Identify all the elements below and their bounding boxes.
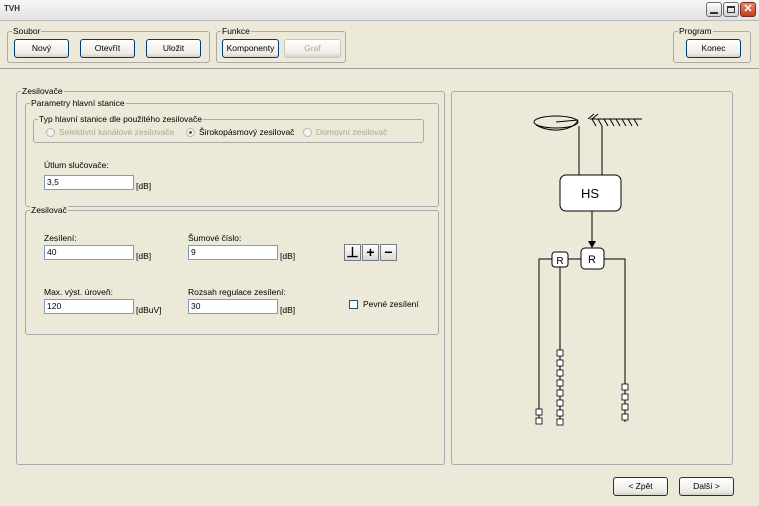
sumove-cislo-input[interactable]: 9	[188, 245, 278, 260]
rozsah-regulace-input[interactable]: 30	[188, 299, 278, 314]
typ-stanice-legend: Typ hlavní stanice dle použitého zesilov…	[38, 114, 204, 124]
toolbar: Soubor Nový Otevřít Uložit Funkce Kompon…	[0, 21, 759, 69]
rozsah-regulace-label: Rozsah regulace zesílení:	[188, 287, 286, 297]
zesilovac-group: Zesilovač Zesílení: 40 [dB] Šumové číslo…	[25, 205, 439, 335]
next-button[interactable]: Další >	[679, 477, 734, 496]
network-diagram: HS R R	[533, 113, 642, 426]
radio-domovni-label: Domovní zesilovač	[316, 127, 388, 137]
hs-box	[559, 174, 622, 212]
max-uroven-unit: [dBuV]	[136, 305, 162, 315]
max-uroven-input[interactable]: 120	[44, 299, 134, 314]
save-button[interactable]: Uložit	[146, 39, 201, 58]
parametry-group: Parametry hlavní stanice Typ hlavní stan…	[25, 98, 439, 207]
zesileni-input[interactable]: 40	[44, 245, 134, 260]
minus-button[interactable]: −	[380, 244, 397, 261]
utlum-input[interactable]: 3,5	[44, 175, 134, 190]
satellite-dish-icon	[533, 115, 579, 131]
new-button[interactable]: Nový	[14, 39, 69, 58]
open-button[interactable]: Otevřít	[80, 39, 135, 58]
funkce-legend: Funkce	[221, 26, 251, 36]
radio-domovni[interactable]	[303, 128, 312, 137]
outlet-column-middle	[556, 349, 564, 426]
antenna-icon	[587, 113, 642, 127]
zesilovac-legend: Zesilovač	[30, 205, 68, 215]
rozsah-regulace-unit: [dB]	[280, 305, 296, 315]
maximize-icon	[727, 6, 735, 13]
window-title: TVH	[4, 4, 20, 13]
utlum-label: Útlum slučovače:	[44, 160, 109, 170]
radio-selektivni-label: Selektivní kanálové zesilovače	[59, 127, 175, 137]
utlum-unit: [dB]	[136, 181, 152, 191]
outlet-column-left	[535, 408, 543, 425]
exit-button[interactable]: Konec	[686, 39, 741, 58]
program-legend: Program	[678, 26, 713, 36]
radio-sirokopasmovy[interactable]	[186, 128, 195, 137]
radio-selektivni[interactable]	[46, 128, 55, 137]
zesileni-unit: [dB]	[136, 251, 152, 261]
soubor-legend: Soubor	[12, 26, 42, 36]
minimize-button[interactable]	[706, 2, 722, 17]
soubor-group: Soubor Nový Otevřít Uložit	[7, 26, 210, 63]
r-label-left: R	[556, 256, 563, 267]
minimize-icon	[710, 12, 718, 14]
pevne-zesileni-label: Pevné zesílení	[363, 299, 419, 309]
close-window-button[interactable]: ✕	[740, 2, 756, 17]
max-uroven-label: Max. výst. úroveň:	[44, 287, 113, 297]
graph-button[interactable]: Graf	[284, 39, 341, 58]
typ-stanice-group: Typ hlavní stanice dle použitého zesilov…	[33, 114, 424, 143]
outlet-column-right	[621, 383, 629, 421]
pevne-zesileni-checkbox[interactable]	[349, 300, 358, 309]
close-icon: ✕	[743, 3, 753, 15]
components-button[interactable]: Komponenty	[222, 39, 279, 58]
zesilovace-panel: Zesilovače Parametry hlavní stanice Typ …	[16, 86, 445, 465]
title-bar: TVH ✕	[0, 0, 759, 21]
main-area: Zesilovače Parametry hlavní stanice Typ …	[0, 69, 759, 496]
funkce-group: Funkce Komponenty Graf	[216, 26, 346, 63]
r-label-main: R	[588, 254, 596, 266]
hs-label: HS	[581, 186, 599, 201]
diagram-panel: HS R R	[451, 91, 733, 465]
plus-button[interactable]: +	[362, 244, 379, 261]
zesilovace-legend: Zesilovače	[21, 86, 64, 96]
sumove-cislo-label: Šumové číslo:	[188, 233, 242, 243]
sumove-cislo-unit: [dB]	[280, 251, 296, 261]
ground-button[interactable]: ⊥	[344, 244, 361, 261]
parametry-legend: Parametry hlavní stanice	[30, 98, 126, 108]
back-button[interactable]: < Zpět	[613, 477, 668, 496]
program-group: Program Konec	[673, 26, 751, 63]
radio-sirokopasmovy-label: Širokopásmový zesilovač	[199, 127, 295, 137]
maximize-button[interactable]	[723, 2, 739, 17]
zesileni-label: Zesílení:	[44, 233, 77, 243]
